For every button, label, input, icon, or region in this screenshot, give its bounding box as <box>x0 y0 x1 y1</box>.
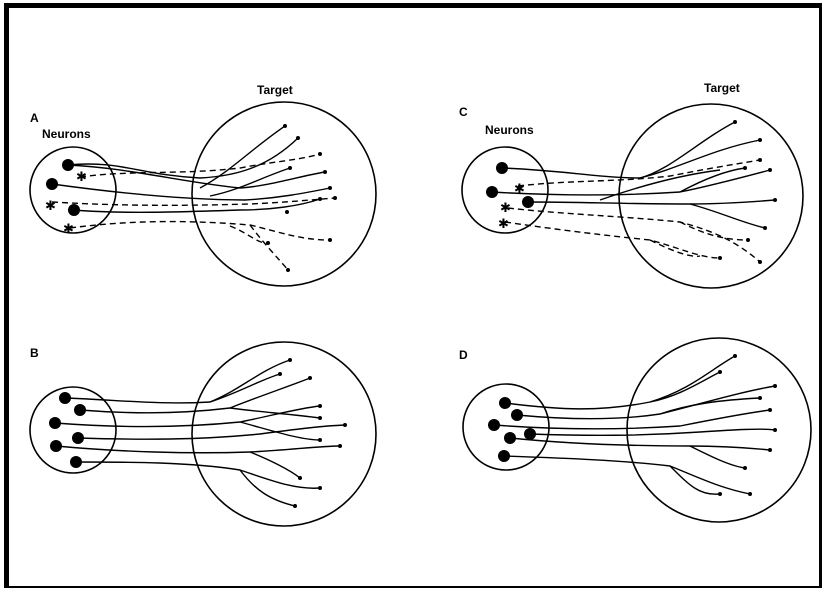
axon-d-10 <box>670 466 720 494</box>
axon-d-5 <box>510 438 770 450</box>
axon-bundle-d <box>494 356 775 494</box>
axon-d-3 <box>494 410 770 429</box>
soma-group-d <box>488 397 536 462</box>
terminals-d <box>718 354 777 496</box>
axon-d-6 <box>504 456 750 494</box>
axon-d-4 <box>530 429 775 435</box>
axon-d-9 <box>690 446 745 468</box>
